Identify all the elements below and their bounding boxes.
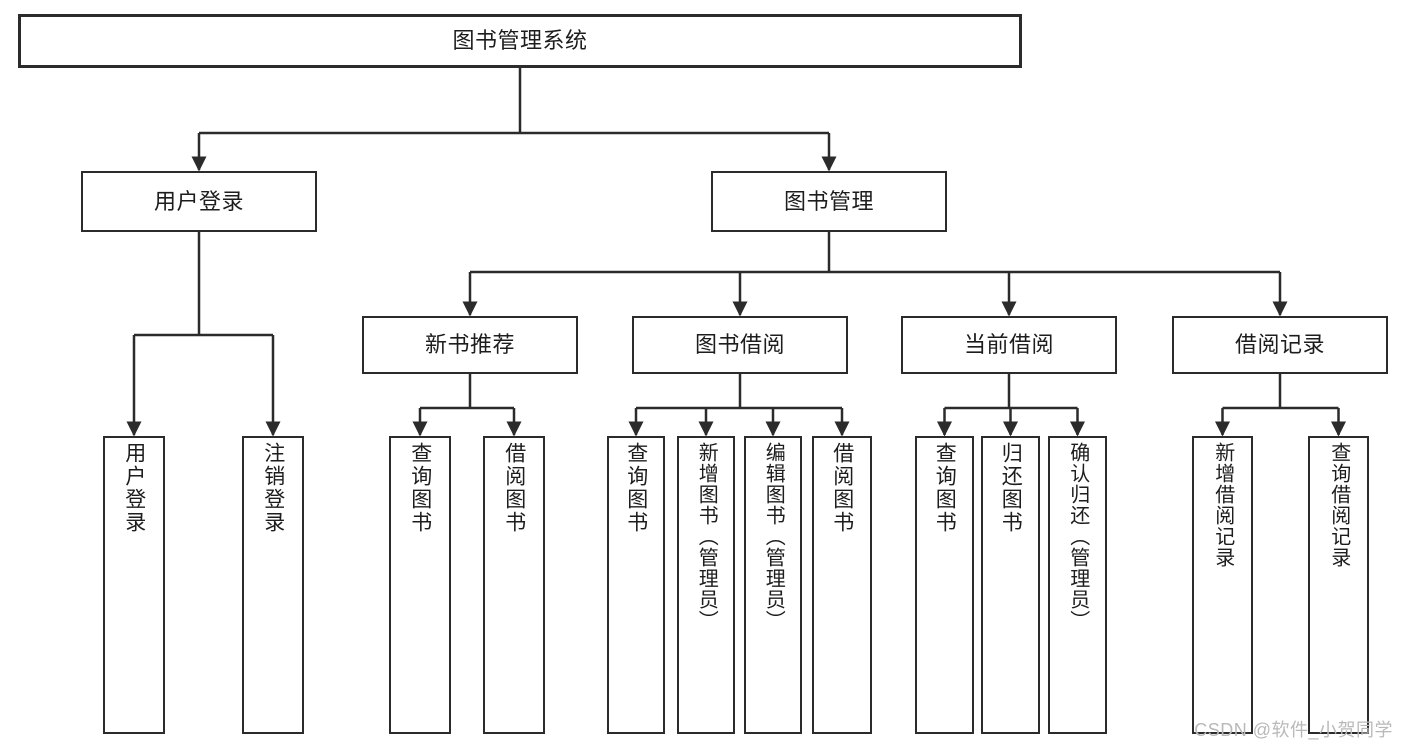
node-label: 查询图书 [624,442,648,534]
watermark-text: CSDN @软件_小贺同学 [1194,720,1393,740]
node-label: 借阅图书 [502,442,526,534]
node-bookmgmt[interactable]: 图书管理 [711,171,947,232]
node-label: 用户登录 [153,188,244,214]
node-label: 图书借阅 [694,332,785,358]
node-newbooks[interactable]: 新书推荐 [362,316,578,374]
node-login[interactable]: 用户登录 [81,171,317,232]
node-l-logout[interactable]: 注销登录 [242,436,304,734]
node-l-query3[interactable]: 查询图书 [915,436,974,734]
node-l-query2[interactable]: 查询图书 [607,436,665,734]
node-label: 归还图书 [999,442,1023,534]
node-label: 当前借阅 [963,332,1054,358]
edge-paths [126,68,1346,437]
node-l-add[interactable]: 新增图书（管理员） [677,436,735,734]
node-label: 借阅图书 [830,442,854,534]
node-label: 确认归还（管理员） [1066,442,1089,631]
node-root[interactable]: 图书管理系统 [18,14,1022,68]
node-label: 图书管理 [783,188,874,214]
node-label: 借阅记录 [1234,332,1325,358]
node-borrow[interactable]: 图书借阅 [632,316,848,374]
node-label: 查询图书 [408,442,432,534]
node-l-return[interactable]: 归还图书 [981,436,1040,734]
node-l-confirm[interactable]: 确认归还（管理员） [1048,436,1107,734]
node-l-query1[interactable]: 查询图书 [389,436,451,734]
node-label: 新增图书（管理员） [695,442,718,631]
node-records[interactable]: 借阅记录 [1172,316,1388,374]
node-l-borrow2[interactable]: 借阅图书 [812,436,872,734]
node-l-edit[interactable]: 编辑图书（管理员） [744,436,802,734]
node-label: 新书推荐 [424,332,515,358]
node-current[interactable]: 当前借阅 [901,316,1117,374]
node-l-login[interactable]: 用户登录 [103,436,165,734]
node-label: 注销登录 [261,442,285,534]
node-label: 图书管理系统 [452,28,588,54]
node-label: 查询图书 [933,442,957,534]
node-label: 用户登录 [122,442,146,534]
node-l-borrow1[interactable]: 借阅图书 [483,436,545,734]
node-label: 新增借阅记录 [1211,442,1234,568]
node-l-queryrec[interactable]: 查询借阅记录 [1308,436,1369,734]
node-label: 查询借阅记录 [1327,442,1350,568]
node-l-addrec[interactable]: 新增借阅记录 [1192,436,1253,734]
node-label: 编辑图书（管理员） [762,442,785,631]
